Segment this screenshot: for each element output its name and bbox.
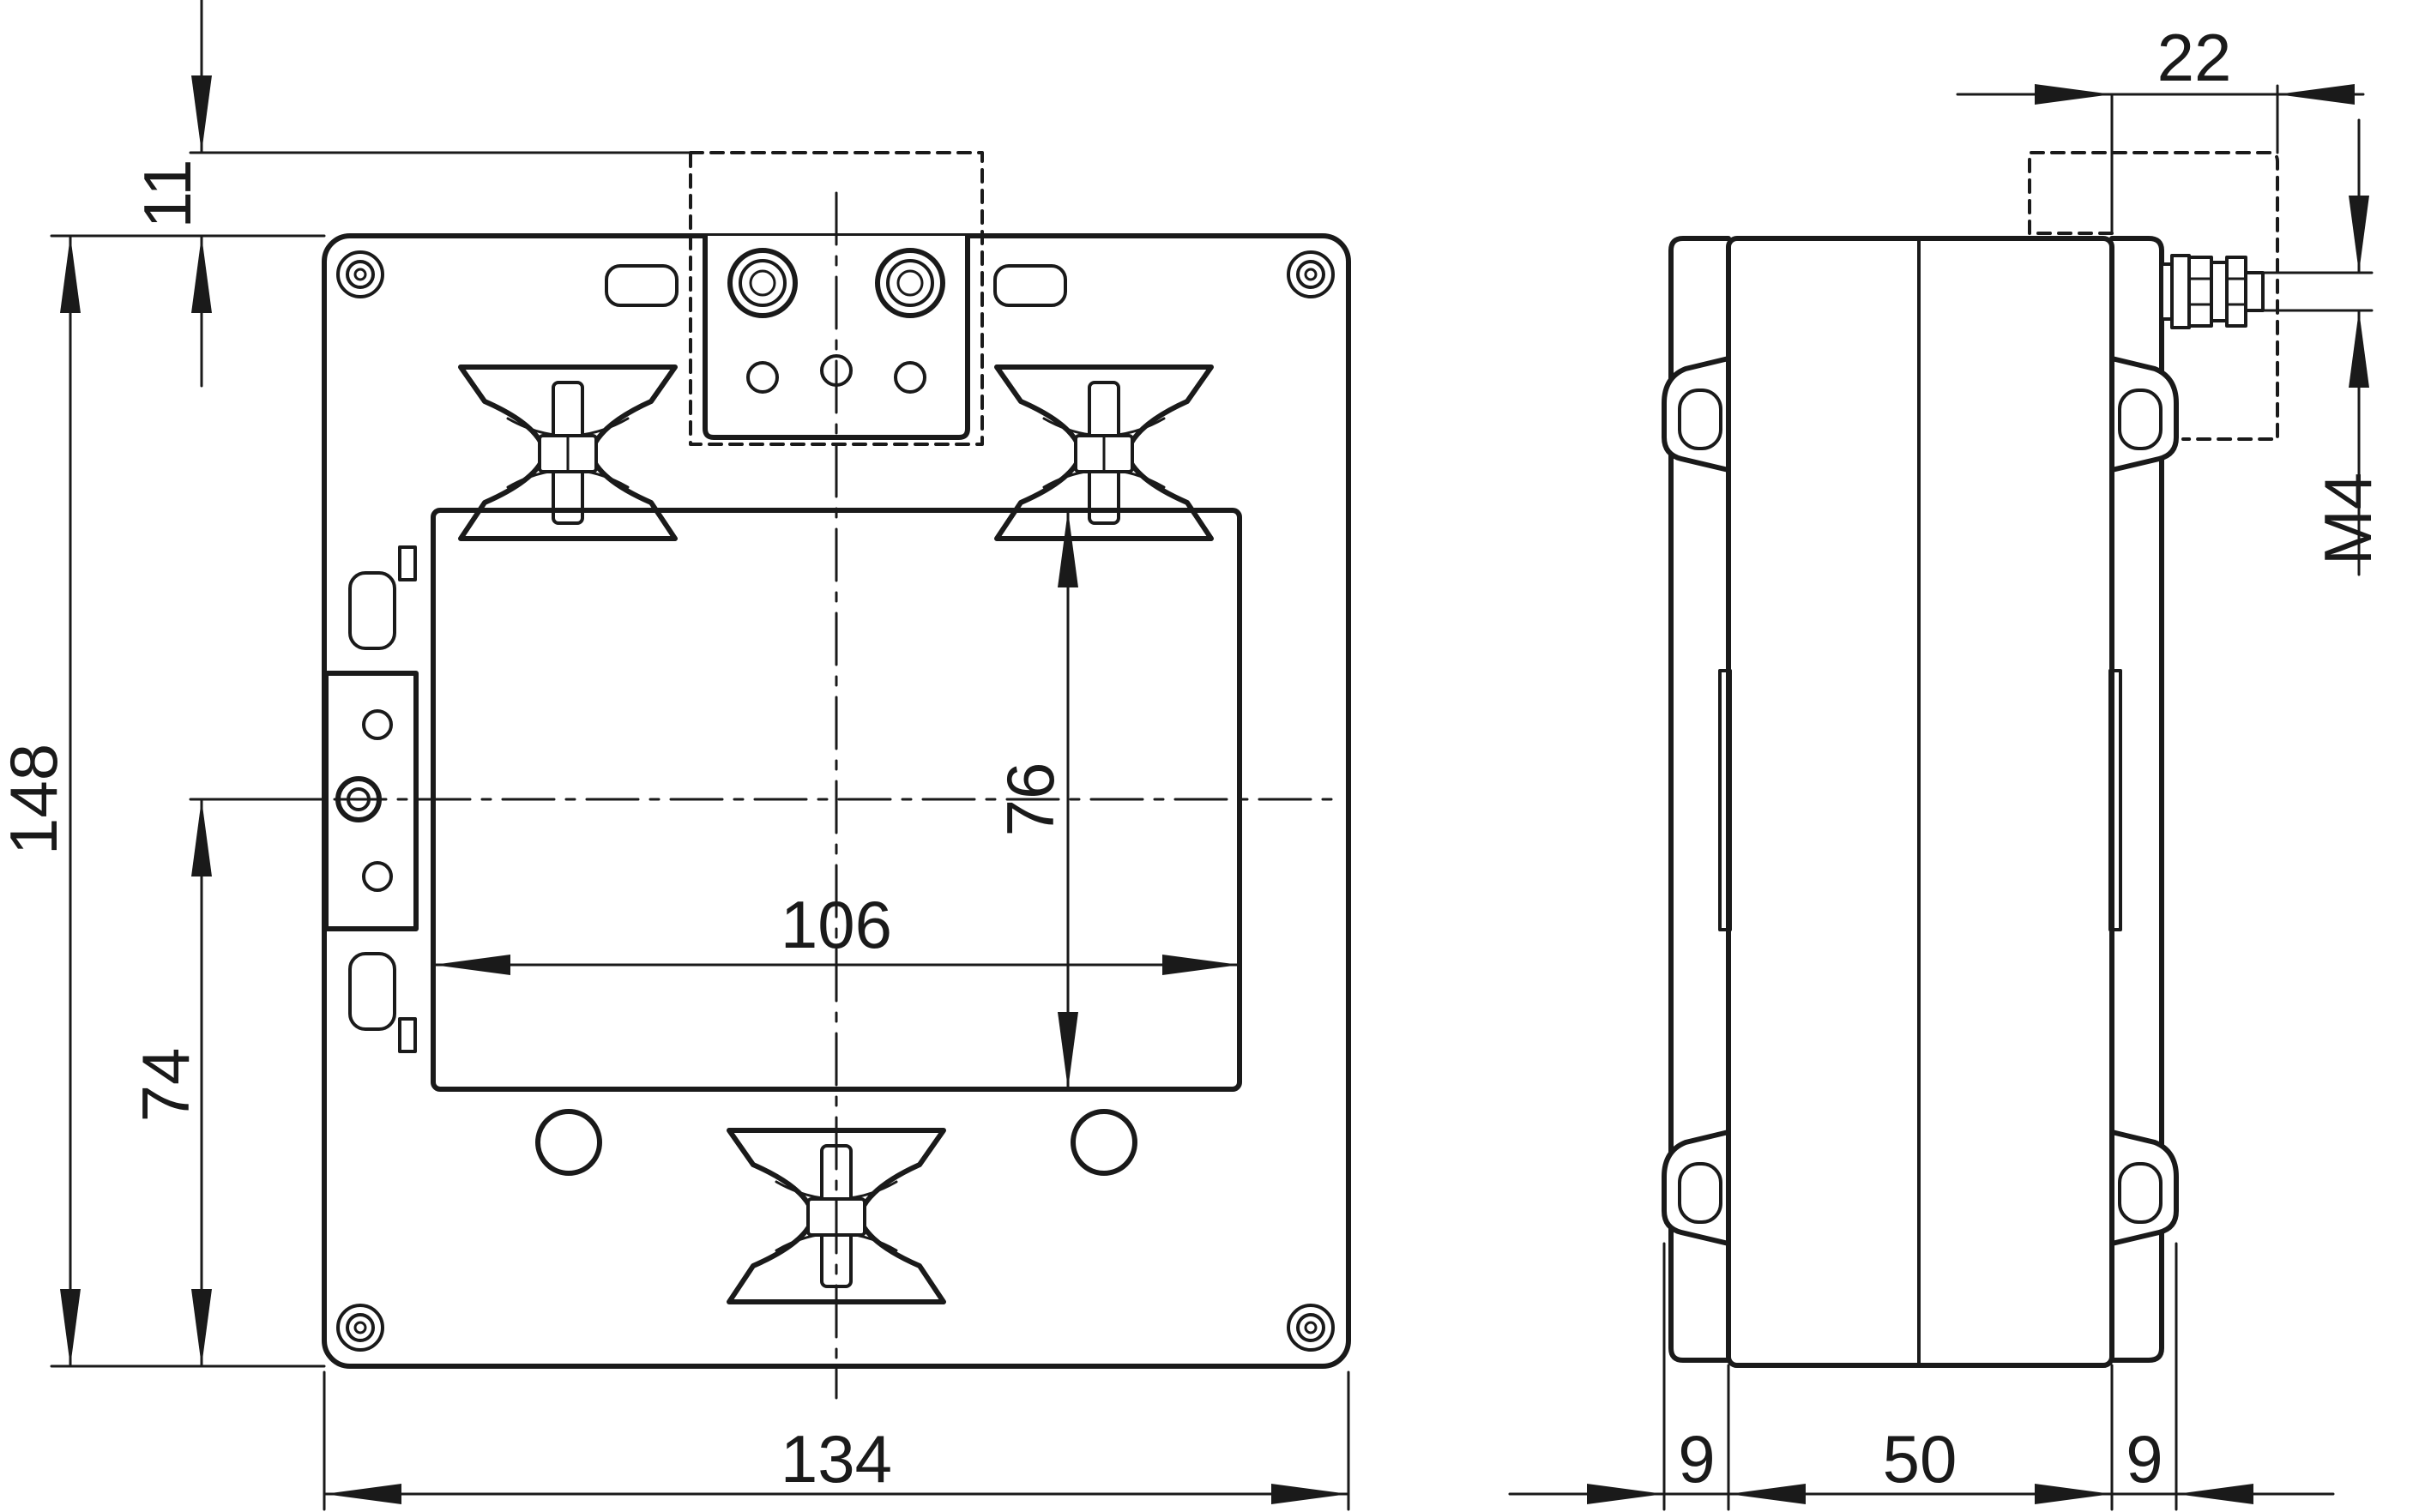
side-tab bbox=[398, 545, 417, 581]
side-slot bbox=[348, 952, 396, 1031]
foot-top-left bbox=[1662, 356, 1731, 473]
terminal-screw-right bbox=[875, 248, 945, 318]
foot-top-right bbox=[2109, 356, 2179, 473]
side-rib bbox=[2108, 669, 2122, 931]
dim-thread: M4 bbox=[2310, 473, 2386, 565]
slot bbox=[605, 264, 679, 307]
terminal-stud bbox=[2160, 254, 2265, 329]
mounting-hole bbox=[535, 1109, 602, 1176]
secondary-terminal bbox=[323, 671, 419, 931]
side-rib bbox=[1718, 669, 1732, 931]
side-body-right bbox=[2109, 236, 2164, 1363]
mounting-screw-bottom-right bbox=[1287, 1304, 1335, 1352]
dim-total-height: 148 bbox=[0, 744, 71, 855]
side-view bbox=[1662, 151, 2279, 1368]
terminal-screw-left bbox=[727, 248, 798, 318]
dim-window-height: 76 bbox=[992, 762, 1068, 837]
dim-center-height: 74 bbox=[128, 1048, 203, 1123]
front-view bbox=[322, 151, 1351, 1400]
mounting-screw-top-right bbox=[1287, 250, 1335, 298]
side-body-left bbox=[1668, 236, 1731, 1363]
dim-side-width: 22 bbox=[2157, 20, 2232, 95]
mounting-screw-bottom-left bbox=[336, 1304, 384, 1352]
front-dimensions: 134 106 76 148 74 11 bbox=[0, 0, 1350, 1511]
side-dimensions: 22 M4 9 50 9 bbox=[1508, 20, 2386, 1511]
side-tab bbox=[398, 1017, 417, 1053]
slot bbox=[993, 264, 1067, 307]
dim-foot-left: 9 bbox=[1678, 1421, 1715, 1497]
dim-body-depth: 50 bbox=[1883, 1421, 1957, 1497]
dim-foot-right: 9 bbox=[2126, 1421, 2163, 1497]
dim-window-width: 106 bbox=[781, 887, 892, 962]
side-terminal-cover-dashed bbox=[2028, 151, 2279, 441]
foot-bottom-left bbox=[1662, 1129, 1731, 1246]
mounting-hole bbox=[1071, 1109, 1137, 1176]
foot-bottom-right bbox=[2109, 1129, 2179, 1246]
dim-terminal-offset: 11 bbox=[130, 160, 205, 229]
mounting-screw-top-left bbox=[336, 250, 384, 298]
terminal-hole bbox=[746, 361, 779, 394]
terminal-hole bbox=[894, 361, 926, 394]
side-slot bbox=[348, 571, 396, 650]
dim-total-width: 134 bbox=[781, 1421, 892, 1497]
terminal-block bbox=[703, 233, 970, 440]
